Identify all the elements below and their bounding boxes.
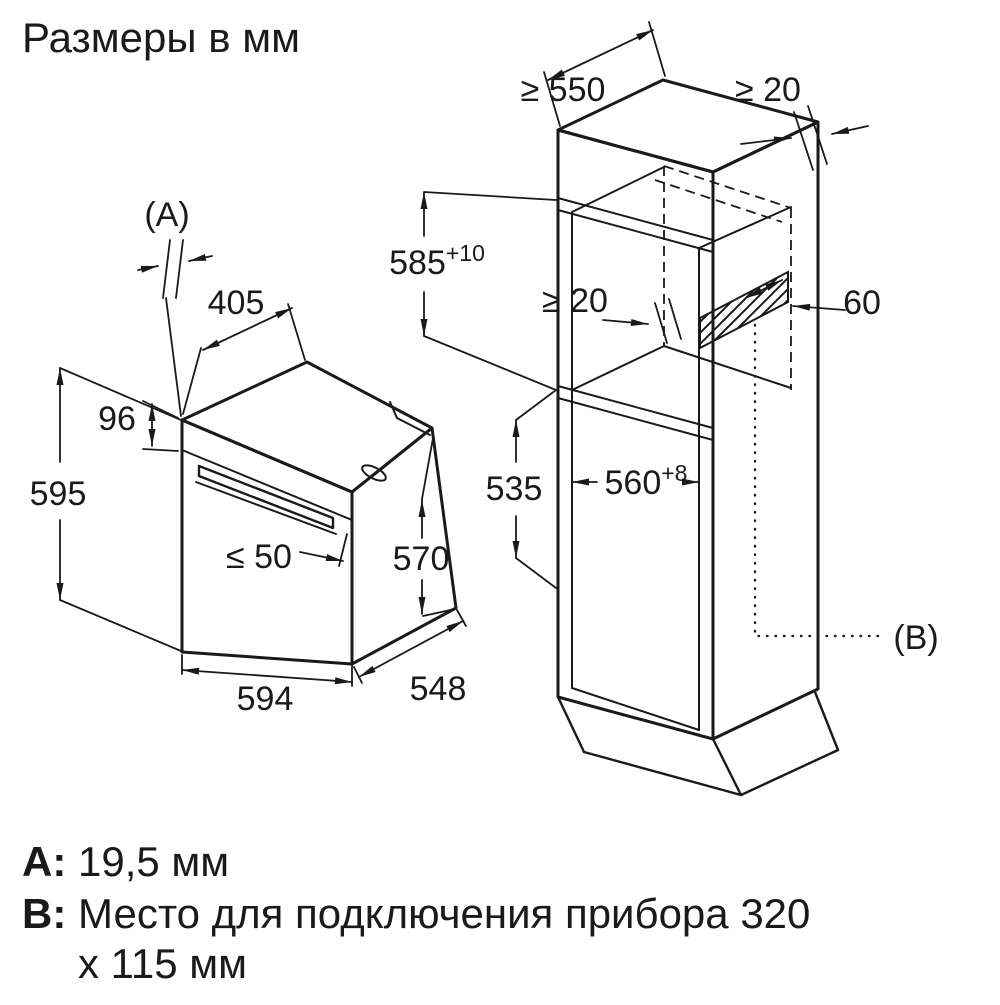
connection-area-hatch <box>699 270 789 350</box>
oven-dimensions: (A) 405 96 595 ≤ 50 <box>30 196 467 718</box>
dim-niche-height-lines <box>420 191 557 391</box>
dim-niche-rear-gap-lines <box>602 298 682 344</box>
legend-b-value-line1: Место для подключения прибора 320 <box>78 890 810 937</box>
dim-oven-top-depth-lines <box>182 303 306 415</box>
dim-oven-body-depth-lines <box>353 609 467 684</box>
dim-oven-handle-clearance-lines <box>299 533 348 567</box>
legend-a-value: 19,5 мм <box>78 838 229 885</box>
oven-right-face <box>350 426 458 666</box>
dim-niche-width-label: 560+8 <box>605 460 688 502</box>
cabinet-drawing <box>556 78 884 797</box>
cabinet-hidden-edges <box>654 165 792 390</box>
dim-niche-inner-depth-lines <box>512 389 557 589</box>
legend-b-key: B: <box>22 890 66 937</box>
dim-oven-depth-door-label: 570 <box>393 540 450 578</box>
cabinet-right-face <box>711 120 820 741</box>
marker-b-label: (B) <box>893 619 938 657</box>
dim-niche-top-rear-gap-label: ≥ 20 <box>735 71 801 109</box>
oven-door-handle <box>197 464 335 530</box>
dim-oven-panel-height-lines <box>142 400 179 452</box>
dim-niche-min-depth-label: ≥ 550 <box>521 71 606 109</box>
dim-niche-min-depth-lines <box>543 21 666 127</box>
oven-side-grip-hole <box>361 464 387 482</box>
marker-a-label: (A) <box>144 196 189 234</box>
dim-oven-width-lines <box>181 654 353 687</box>
oven-control-panel-line <box>181 449 353 521</box>
dim-oven-depth-door-lines <box>418 437 456 617</box>
dim-oven-height-label: 595 <box>30 475 87 513</box>
legend-b-value-line2: x 115 мм <box>78 940 247 987</box>
oven-top-face <box>180 360 434 494</box>
dim-oven-width-label: 594 <box>237 680 294 718</box>
dim-niche-inner-depth-label: 535 <box>486 470 543 508</box>
oven-drawing <box>180 360 458 666</box>
dim-oven-body-depth-label: 548 <box>410 670 467 708</box>
dim-niche-height-label: 585+10 <box>389 240 485 282</box>
legend: A: 19,5 мм B: Место для подключения приб… <box>22 838 810 987</box>
dim-niche-rear-strip-lines <box>745 279 846 311</box>
dim-oven-top-depth-label: 405 <box>208 284 265 322</box>
cabinet-dimensions: ≥ 550 ≥ 20 585+10 ≥ 20 60 <box>389 21 939 657</box>
marker-a-lines <box>137 239 213 417</box>
marker-b-leader <box>753 323 884 638</box>
dim-oven-handle-clearance-label: ≤ 50 <box>226 538 292 576</box>
oven-door-top-edge <box>195 481 337 535</box>
oven-top-notch <box>389 401 431 436</box>
dim-niche-rear-gap-label: ≥ 20 <box>542 282 608 320</box>
cabinet-plinth <box>556 690 840 797</box>
cabinet-interior <box>557 166 792 731</box>
page-title: Размеры в мм <box>22 14 300 61</box>
dim-oven-panel-height-label: 96 <box>98 400 136 438</box>
legend-a-key: A: <box>22 838 66 885</box>
dim-niche-top-rear-gap-lines <box>740 105 869 171</box>
dim-niche-rear-strip-label: 60 <box>843 284 881 322</box>
dim-oven-height-lines <box>56 367 182 652</box>
